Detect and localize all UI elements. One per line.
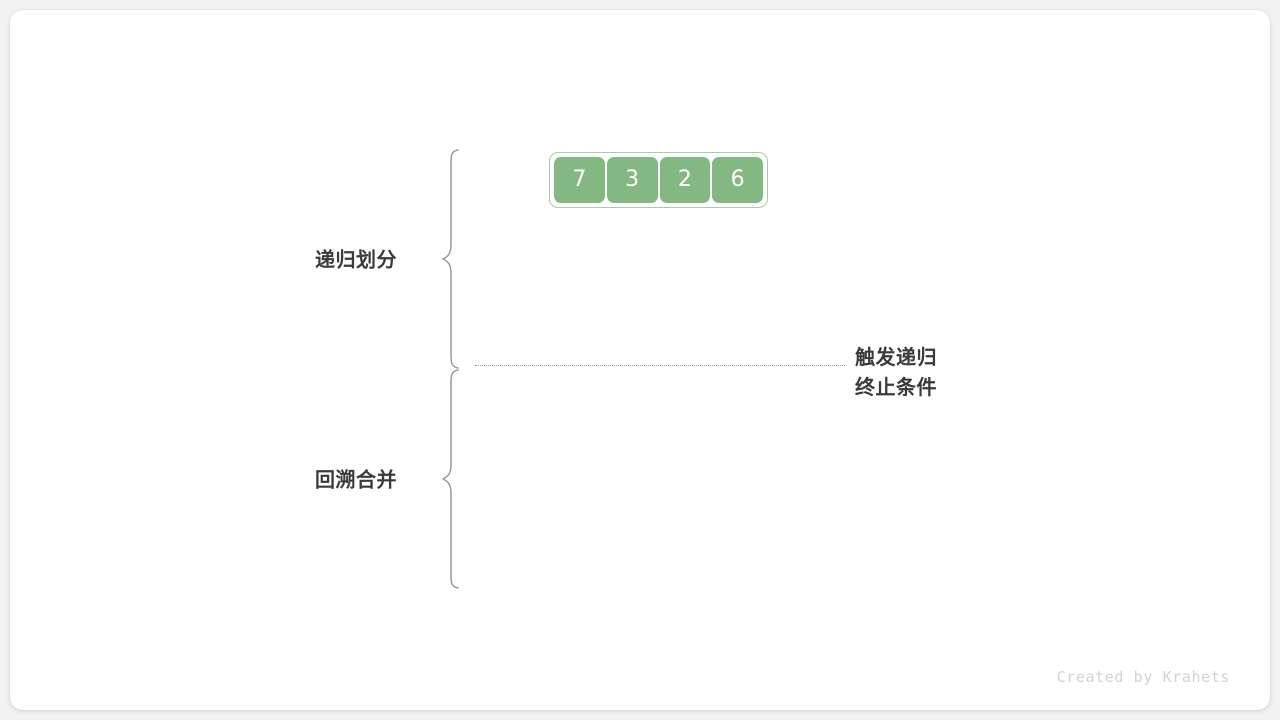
- stage-label-merge: 回溯合并: [315, 467, 397, 492]
- array-cell-value: 6: [730, 167, 745, 192]
- stage-label-divide: 递归划分: [315, 247, 397, 272]
- figure-card: 7 3 2 6 递归划分 回溯合并: [10, 10, 1270, 710]
- array-cell: 2: [659, 157, 711, 203]
- annotation-line-1: 触发递归: [855, 345, 937, 369]
- array-container: 7 3 2 6: [549, 152, 768, 208]
- divide-phase-brace: [440, 148, 462, 370]
- watermark-credit: Created by Krahets: [1056, 668, 1230, 686]
- array-cell-value: 7: [572, 167, 587, 192]
- array-cell-value: 3: [625, 167, 640, 192]
- array-cell: 7: [554, 157, 605, 203]
- termination-condition-annotation: 触发递归 终止条件: [855, 342, 937, 402]
- array-cell: 6: [712, 157, 763, 203]
- array-cell: 3: [606, 157, 658, 203]
- brace-top-icon: [441, 149, 459, 369]
- recursion-boundary-divider: [475, 365, 845, 366]
- merge-phase-brace: [440, 368, 462, 590]
- array-cell-value: 2: [677, 167, 692, 192]
- brace-bottom-icon: [441, 369, 459, 589]
- annotation-line-2: 终止条件: [855, 375, 937, 399]
